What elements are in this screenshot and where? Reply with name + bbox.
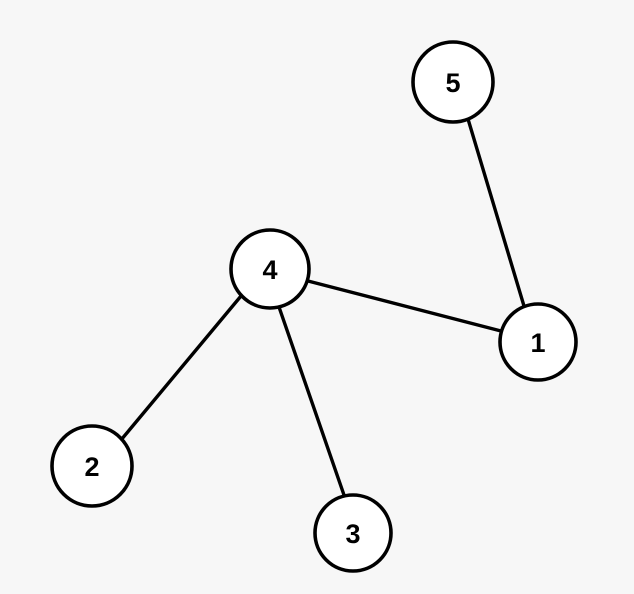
edge-4-1[interactable] xyxy=(306,279,503,333)
node-5-circle[interactable] xyxy=(411,40,495,124)
edge-5-1[interactable] xyxy=(466,117,526,308)
node-3[interactable]: 3 xyxy=(313,493,393,573)
node-3-circle[interactable] xyxy=(313,493,393,573)
node-1[interactable]: 1 xyxy=(498,302,578,382)
edge-4-3[interactable] xyxy=(277,305,346,497)
node-1-circle[interactable] xyxy=(498,302,578,382)
node-2[interactable]: 2 xyxy=(50,424,134,508)
edge-layer xyxy=(119,117,526,497)
node-5[interactable]: 5 xyxy=(411,40,495,124)
node-4-circle[interactable] xyxy=(229,228,311,310)
node-2-circle[interactable] xyxy=(50,424,134,508)
edge-4-2[interactable] xyxy=(119,294,243,442)
node-4[interactable]: 4 xyxy=(229,228,311,310)
